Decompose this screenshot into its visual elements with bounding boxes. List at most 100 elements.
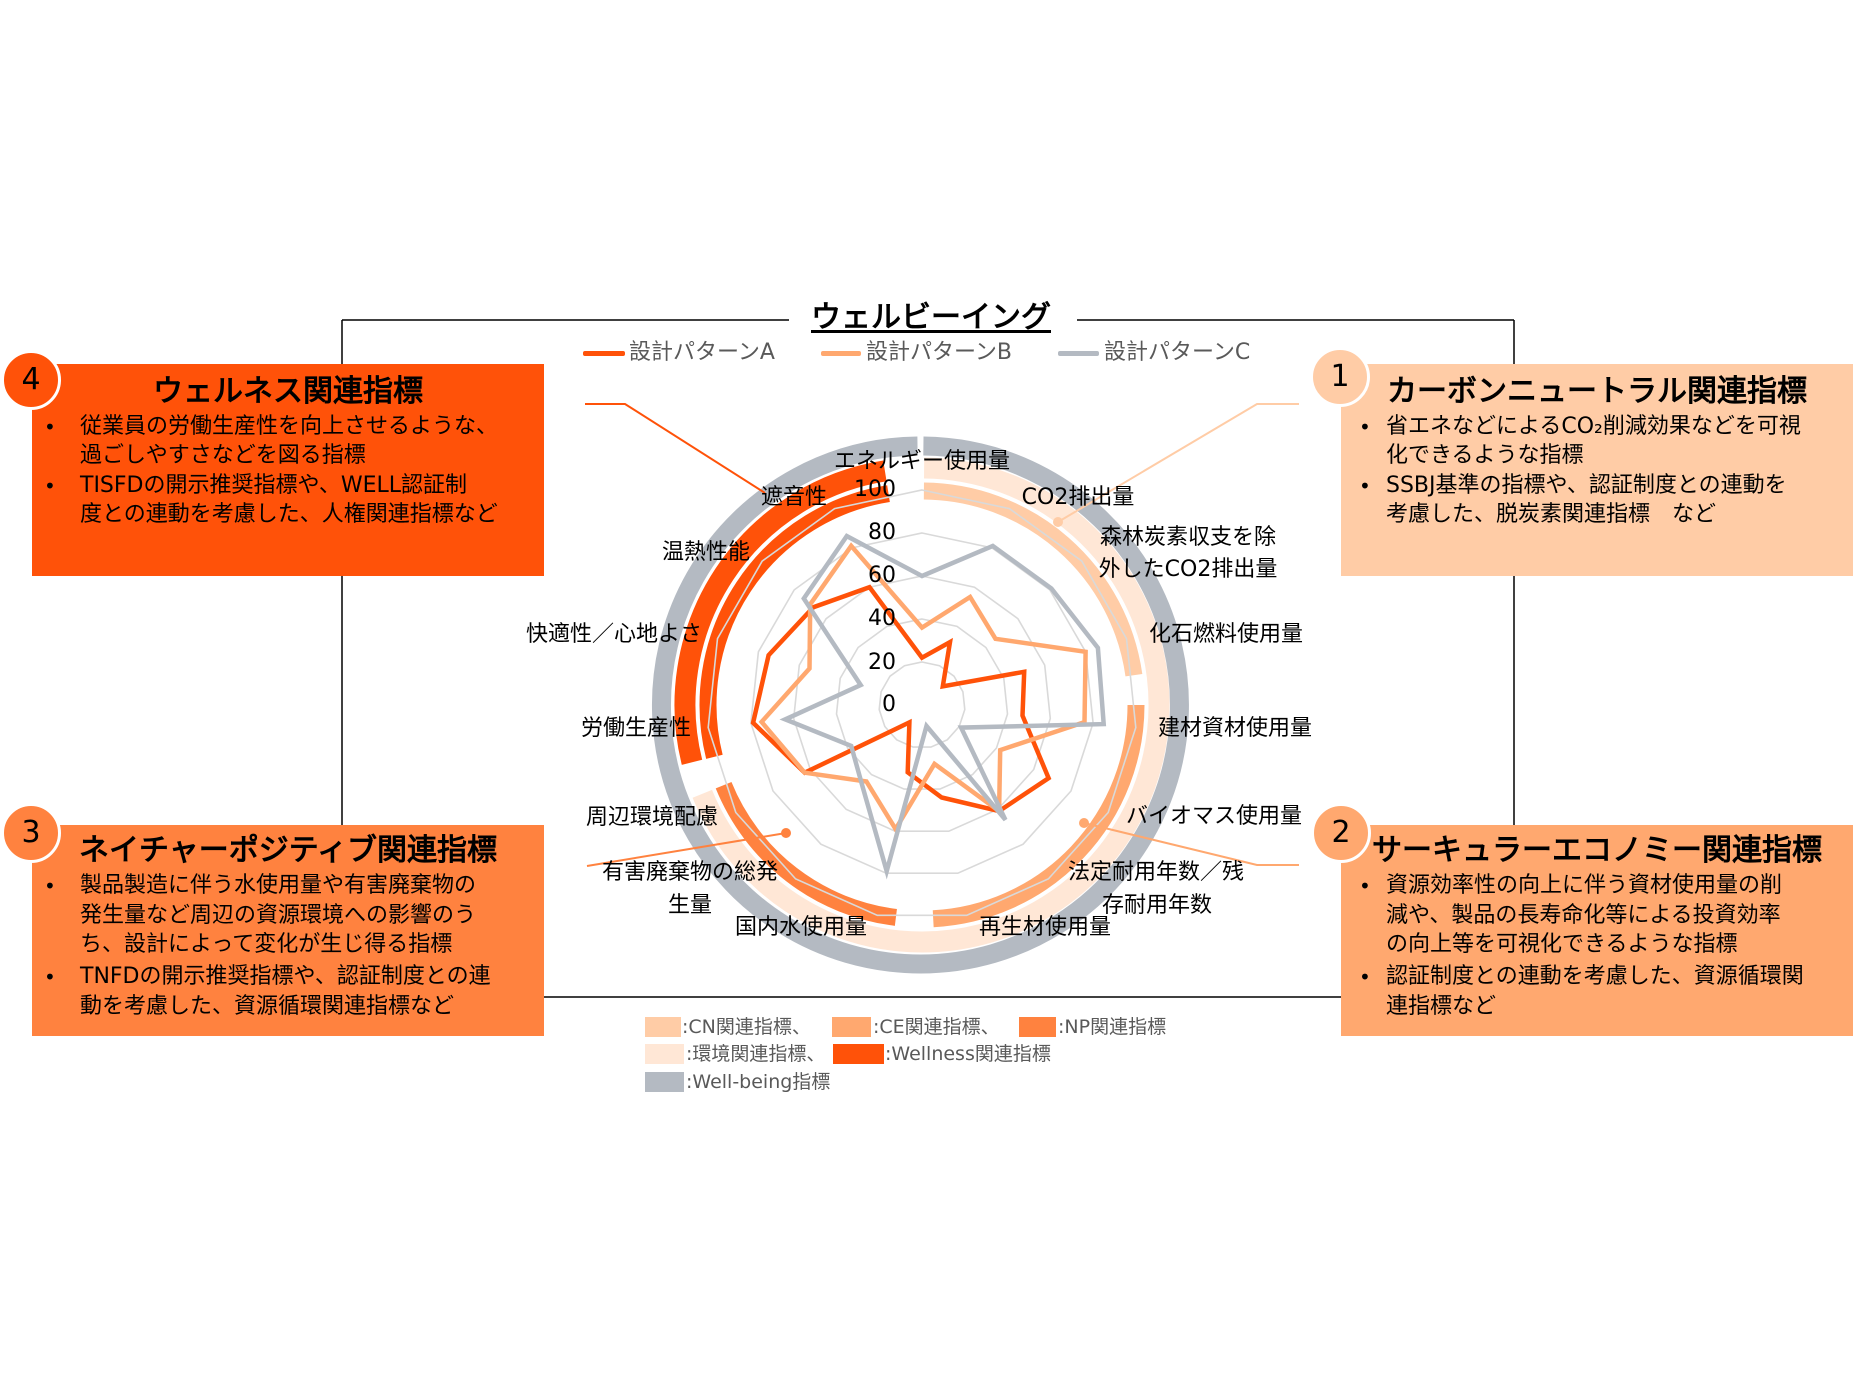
series-line-c xyxy=(779,533,1107,880)
legend-label-ce: :CE関連指標、 xyxy=(873,1016,1000,1038)
axis-label-surrounding-environment: 周辺環境配慮 xyxy=(585,805,719,830)
radar-series xyxy=(750,533,1107,880)
series-line-b xyxy=(758,542,1088,834)
np-connector-dot xyxy=(781,828,791,838)
bullet-icon: • xyxy=(1359,874,1371,898)
axis-label-co2-emissions: CO2排出量 xyxy=(1021,485,1135,510)
cn-connector-dot xyxy=(1053,517,1063,527)
legend-label-environment: :環境関連指標、 xyxy=(686,1043,826,1065)
axis-label-fossil-fuel: 化石燃料使用量 xyxy=(1148,622,1304,647)
grid-ring xyxy=(707,489,1137,917)
bullet-icon: • xyxy=(44,415,56,439)
callout-circular-economy-line: の向上等を可視化できるような指標 xyxy=(1386,932,1738,957)
legend-swatch-wellness-icon xyxy=(833,1044,884,1064)
tick-label-20: 20 xyxy=(868,650,896,675)
callout-nature-positive-line: 動を考慮した、資源循環関連指標など xyxy=(80,994,455,1019)
callout-circular-economy: サーキュラーエコノミー関連指標 • 資源効率性の向上に伴う資材使用量の削 減や、… xyxy=(1341,825,1853,1036)
category-rings xyxy=(651,436,1189,974)
axis-label-energy-use: エネルギー使用量 xyxy=(833,449,1011,474)
wellness-connector-line xyxy=(585,403,766,494)
axis-label-service-life-line2: 存耐用年数 xyxy=(1101,893,1213,918)
axis-label-co2-excl-forest-line1: 森林炭素収支を除 xyxy=(1099,525,1277,550)
legend-label-wellness: :Wellness関連指標 xyxy=(885,1043,1051,1065)
legend-swatch-np-icon xyxy=(1019,1017,1056,1037)
axis-label-hazardous-waste-line1: 有害廃棄物の総発 xyxy=(601,860,779,885)
tick-label-80: 80 xyxy=(868,520,896,545)
legend-swatch-environment-icon xyxy=(645,1044,684,1064)
legend-swatch-cn-icon xyxy=(645,1017,681,1037)
legend-label-b: 設計パターンB xyxy=(866,340,1012,365)
tick-label-0: 0 xyxy=(882,692,896,717)
grid-ring xyxy=(835,618,1009,790)
chart-title: ウェルビーイング xyxy=(811,300,1051,335)
legend-label-a: 設計パターンA xyxy=(629,340,775,365)
bullet-icon: • xyxy=(1359,965,1371,989)
axis-label-recycled-material: 再生材使用量 xyxy=(978,915,1112,940)
callout-connectors xyxy=(585,403,1299,867)
axis-label-sound-insulation: 遮音性 xyxy=(760,485,828,510)
callout-nature-positive-line: ち、設計によって変化が生じ得る指標 xyxy=(80,932,453,957)
tick-label-40: 40 xyxy=(868,606,896,631)
callout-wellness-line: 過ごしやすさなどを図る指標 xyxy=(80,443,366,468)
bullet-icon: • xyxy=(44,474,56,498)
axis-label-comfort: 快適性／心地よさ xyxy=(525,622,703,647)
axis-label-thermal-performance: 温熱性能 xyxy=(661,540,751,565)
tick-label-100: 100 xyxy=(854,477,896,502)
axis-label-domestic-water: 国内水使用量 xyxy=(734,915,868,940)
callout-nature-positive: ネイチャーポジティブ関連指標 • 製品製造に伴う水使用量や有害廃棄物の 発生量な… xyxy=(32,825,544,1036)
callout-circular-economy-line: 減や、製品の長寿命化等による投資効率 xyxy=(1386,903,1781,928)
legend-line-a-icon xyxy=(583,351,625,356)
callout-circular-economy-title: サーキュラーエコノミー関連指標 xyxy=(1372,833,1822,868)
legend-line-b-icon xyxy=(821,351,861,356)
legend-line-c-icon xyxy=(1058,351,1099,356)
bullet-icon: • xyxy=(44,965,56,989)
callout-circular-economy-line: 資源効率性の向上に伴う資材使用量の削 xyxy=(1386,873,1783,898)
callout-carbon-neutral-line: 化できるような指標 xyxy=(1386,443,1584,468)
callout-wellness-title: ウェルネス関連指標 xyxy=(153,374,423,409)
axis-label-labor-productivity: 労働生産性 xyxy=(580,716,692,741)
tick-label-60: 60 xyxy=(868,563,896,588)
np-connector-line xyxy=(586,832,787,867)
category-ring-segment xyxy=(651,436,1189,974)
callout-carbon-neutral-line: 省エネなどによるCO₂削減効果などを可視 xyxy=(1386,414,1801,439)
callout-number-badge-1: 1 xyxy=(1310,347,1370,407)
callout-wellness: ウェルネス関連指標 • 従業員の労働生産性を向上させるような、 過ごしやすさなど… xyxy=(32,364,544,576)
cn-connector-line xyxy=(1057,403,1299,523)
legend-label-wellbeing: :Well-being指標 xyxy=(686,1071,831,1093)
bullet-icon: • xyxy=(1359,415,1371,439)
legend-label-np: :NP関連指標 xyxy=(1058,1016,1167,1038)
callout-carbon-neutral-title: カーボンニュートラル関連指標 xyxy=(1387,374,1807,409)
callout-nature-positive-title: ネイチャーポジティブ関連指標 xyxy=(79,833,497,868)
bullet-icon: • xyxy=(1359,474,1371,498)
callout-circular-economy-line: 連指標など xyxy=(1386,994,1497,1019)
legend-swatch-ce-icon xyxy=(832,1017,871,1037)
grid-ring xyxy=(792,575,1052,833)
callout-wellness-line: 度との連動を考慮した、人権関連指標など xyxy=(80,502,498,527)
category-ring-segment xyxy=(674,460,887,765)
callout-circular-economy-line: 認証制度との連動を考慮した、資源循環関 xyxy=(1386,964,1804,989)
axis-label-service-life-line1: 法定耐用年数／残 xyxy=(1067,860,1245,885)
grid-ring xyxy=(750,532,1094,875)
callout-number-badge-4: 4 xyxy=(1,350,61,410)
axis-label-co2-excl-forest-line2: 外したCO2排出量 xyxy=(1098,557,1278,582)
callout-nature-positive-line: 発生量など周辺の資源環境への影響のう xyxy=(80,903,477,928)
callout-nature-positive-line: TNFDの開示推奨指標や、認証制度との連 xyxy=(80,964,491,989)
legend-label-c: 設計パターンC xyxy=(1104,340,1251,365)
callout-carbon-neutral-line: SSBJ基準の指標や、認証制度との連動を xyxy=(1386,473,1787,498)
axis-label-building-materials: 建材資材使用量 xyxy=(1157,716,1313,741)
ce-connector-line xyxy=(1083,822,1299,866)
legend-label-cn: :CN関連指標、 xyxy=(682,1016,811,1038)
ce-connector-dot xyxy=(1079,818,1089,828)
bullet-icon: • xyxy=(44,874,56,898)
axis-label-hazardous-waste-line2: 生量 xyxy=(667,893,713,918)
callout-number-badge-2: 2 xyxy=(1311,803,1371,863)
callout-carbon-neutral: カーボンニュートラル関連指標 • 省エネなどによるCO₂削減効果などを可視 化で… xyxy=(1341,364,1853,576)
category-ring-segment xyxy=(692,457,1170,953)
category-ring-segment xyxy=(932,704,1145,928)
series-line-a xyxy=(750,584,1052,814)
axis-label-biomass: バイオマス使用量 xyxy=(1125,804,1303,829)
callout-wellness-line: 従業員の労働生産性を向上させるような、 xyxy=(80,414,499,439)
callout-nature-positive-line: 製品製造に伴う水使用量や有害廃棄物の xyxy=(80,873,477,898)
